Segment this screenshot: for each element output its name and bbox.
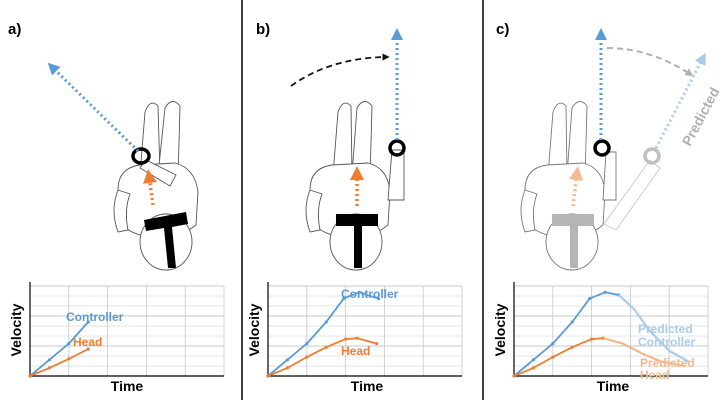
data-point-head	[512, 374, 516, 378]
controller-c	[593, 139, 611, 157]
right-arm	[602, 151, 617, 201]
panel-b: b) Velocity Time Controller Head	[246, 21, 463, 394]
data-point-head	[375, 342, 379, 346]
series-line-head	[29, 348, 89, 377]
xlabel-c: Time	[597, 378, 630, 394]
data-point-head	[324, 345, 328, 349]
data-point-controller	[324, 320, 328, 324]
right-arm	[387, 149, 405, 201]
ylabel-b: Velocity	[246, 303, 262, 356]
predicted-rotation-arrow-c	[606, 47, 694, 77]
left-leg	[332, 102, 353, 176]
head-label-a: Head	[73, 335, 102, 349]
left-leg	[547, 102, 568, 176]
data-point-head	[67, 357, 71, 361]
data-point-controller	[342, 297, 346, 301]
data-point-head	[47, 366, 52, 370]
data-point-head	[266, 374, 270, 378]
data-point-controller	[357, 290, 361, 294]
vr-headset-ghost	[552, 214, 594, 268]
data-point-head	[305, 355, 309, 359]
rotation-arrow-b	[290, 53, 390, 87]
data-point-controller	[285, 358, 289, 362]
vr-headset	[144, 212, 188, 268]
ylabel-a: Velocity	[8, 303, 24, 356]
series-line-predicted-head	[602, 337, 685, 368]
controller-direction-arrow-a	[47, 62, 140, 153]
right-arm	[139, 159, 177, 187]
velocity-graph-a: Velocity Time Controller Head	[8, 282, 225, 394]
velocity-graph-b: Velocity Time Controller Head	[246, 282, 463, 394]
left-leg	[139, 102, 161, 176]
left-arm	[520, 189, 538, 233]
controller-label-a: Controller	[66, 310, 124, 324]
ylabel-c: Velocity	[492, 303, 508, 356]
controller-a	[131, 147, 151, 165]
right-leg	[351, 101, 373, 179]
data-point-controller	[588, 297, 592, 301]
right-leg	[157, 101, 181, 179]
predicted-controller-ghost	[643, 147, 661, 165]
data-point-controller	[305, 342, 309, 346]
data-point-head	[531, 366, 536, 370]
data-point-controller	[376, 297, 381, 301]
velocity-graph-c: Velocity Time Predicted Controller Predi…	[492, 282, 709, 394]
predicted-head-label-line2: Head	[640, 368, 669, 382]
predicted-head-label-line1: Predicted	[640, 356, 695, 370]
data-point-controller	[67, 342, 71, 346]
series-line-controller	[513, 291, 619, 377]
data-point-head	[28, 374, 32, 378]
head-label-b: Head	[341, 344, 370, 358]
data-point-head	[551, 355, 555, 359]
vr-headset	[336, 214, 378, 268]
predicted-controller-label-line2: Controller	[638, 335, 696, 349]
series-line-head	[513, 337, 604, 377]
data-point-head	[285, 366, 289, 370]
xlabel-a: Time	[111, 378, 144, 394]
series-line-predicted-controller	[618, 294, 690, 363]
predicted-controller-label-line1: Predicted	[638, 322, 693, 336]
panel-c-label: c)	[496, 21, 509, 38]
panel-c: c) Predicted Velocity Time Predicted C	[492, 21, 723, 394]
series-line-controller	[267, 291, 379, 377]
series-line-controller	[29, 321, 89, 377]
data-point-head	[590, 337, 594, 341]
data-point-controller	[47, 358, 52, 362]
top-view-person-a	[113, 101, 199, 271]
left-arm	[305, 189, 323, 233]
data-point-controller	[603, 290, 607, 294]
panel-a-label: a)	[8, 21, 21, 38]
data-point-head	[355, 336, 359, 340]
head-direction-arrow-c	[569, 166, 584, 207]
data-point-controller	[86, 320, 90, 324]
top-view-person-c	[520, 101, 617, 271]
data-point-head	[86, 347, 90, 351]
predicted-arm-ghost	[603, 159, 661, 231]
xlabel-b: Time	[351, 378, 384, 394]
right-leg	[566, 101, 588, 179]
data-point-controller	[531, 358, 536, 362]
data-point-controller	[551, 342, 555, 346]
left-arm	[113, 189, 131, 233]
panel-b-label: b)	[256, 21, 270, 38]
data-point-controller	[570, 320, 574, 324]
data-point-head	[344, 337, 348, 341]
predicted-controller-arrow-c	[654, 52, 706, 149]
panel-a: a) Velocity Time Control	[8, 21, 225, 394]
data-point-head	[570, 345, 574, 349]
controller-b	[388, 139, 406, 157]
controller-label-b: Controller	[341, 287, 399, 301]
